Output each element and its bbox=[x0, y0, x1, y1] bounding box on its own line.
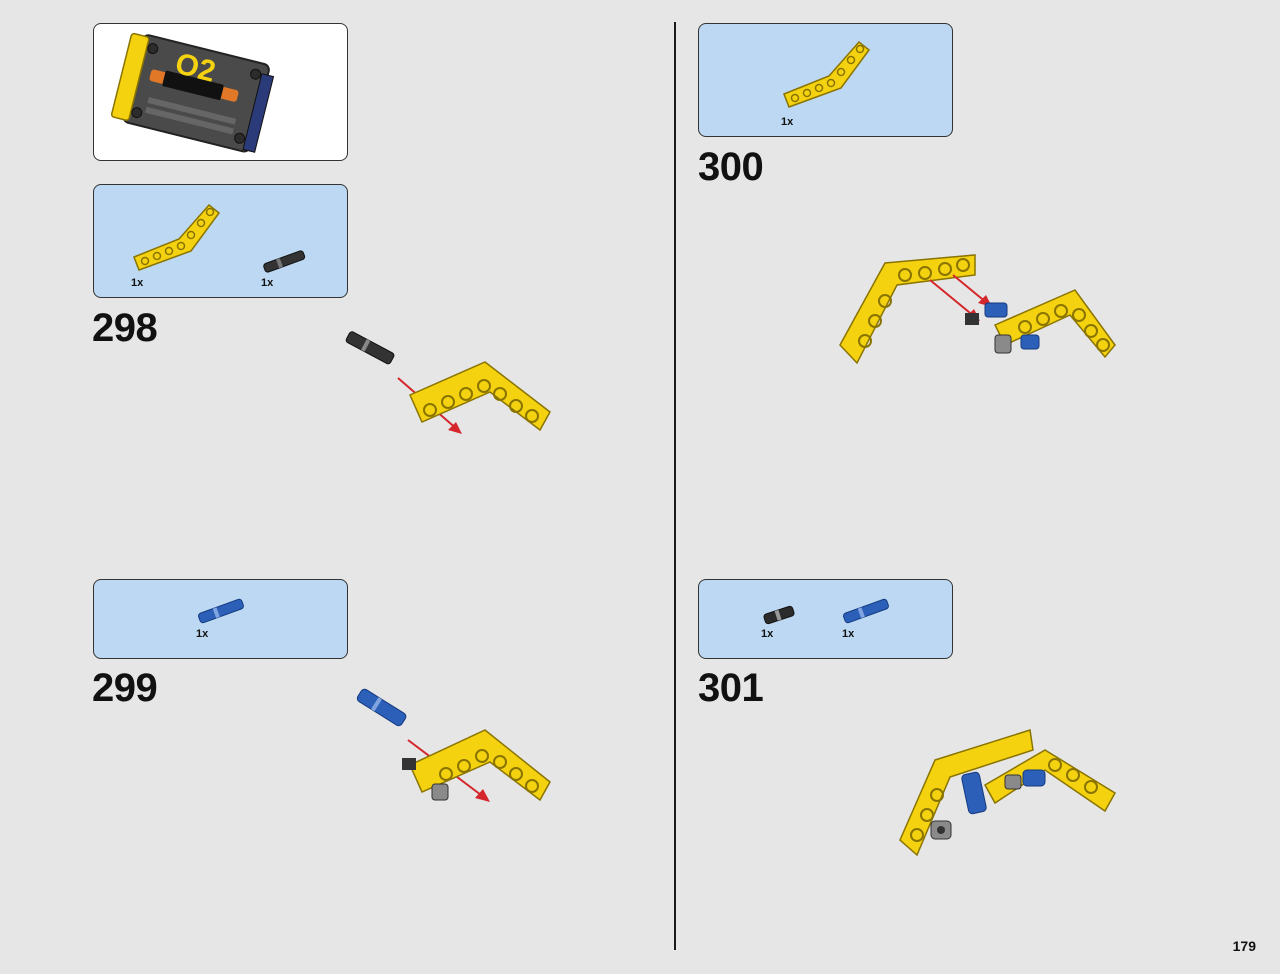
yellow-bent-beam-icon bbox=[133, 203, 221, 271]
step-300-part-1-qty: 1x bbox=[781, 116, 794, 128]
step-298-number: 298 bbox=[92, 306, 158, 350]
blue-axle-pin-icon bbox=[198, 598, 244, 624]
step-299-number: 299 bbox=[92, 666, 158, 710]
step-298-parts-callout: 1x 1x bbox=[93, 184, 348, 298]
step-300-illustration bbox=[839, 254, 1116, 365]
yellow-bent-beam-icon bbox=[783, 40, 871, 108]
step-299-parts-callout: 1x bbox=[93, 579, 348, 659]
page-divider bbox=[674, 22, 676, 950]
black-axle-pin-icon bbox=[263, 250, 306, 273]
blue-axle-pin-icon bbox=[843, 598, 889, 624]
step-301-part-1-qty: 1x bbox=[761, 628, 774, 640]
step-301-number: 301 bbox=[698, 666, 764, 710]
subassembly-preview-box: O2 bbox=[93, 23, 348, 161]
black-short-pin-icon bbox=[763, 605, 795, 625]
page-number: 179 bbox=[1232, 938, 1256, 954]
step-298-illustration bbox=[345, 331, 551, 434]
step-299-part-1-qty: 1x bbox=[196, 628, 209, 640]
step-300-parts-callout: 1x bbox=[698, 23, 953, 137]
step-301-part-2-qty: 1x bbox=[842, 628, 855, 640]
subassembly-model-image: O2 bbox=[110, 32, 275, 153]
step-301-illustration bbox=[899, 729, 1117, 857]
step-298-part-1-qty: 1x bbox=[131, 277, 144, 289]
step-299-illustration bbox=[356, 688, 551, 802]
step-298-part-2-qty: 1x bbox=[261, 277, 274, 289]
step-301-parts-callout: 1x 1x bbox=[698, 579, 953, 659]
step-300-number: 300 bbox=[698, 145, 764, 189]
